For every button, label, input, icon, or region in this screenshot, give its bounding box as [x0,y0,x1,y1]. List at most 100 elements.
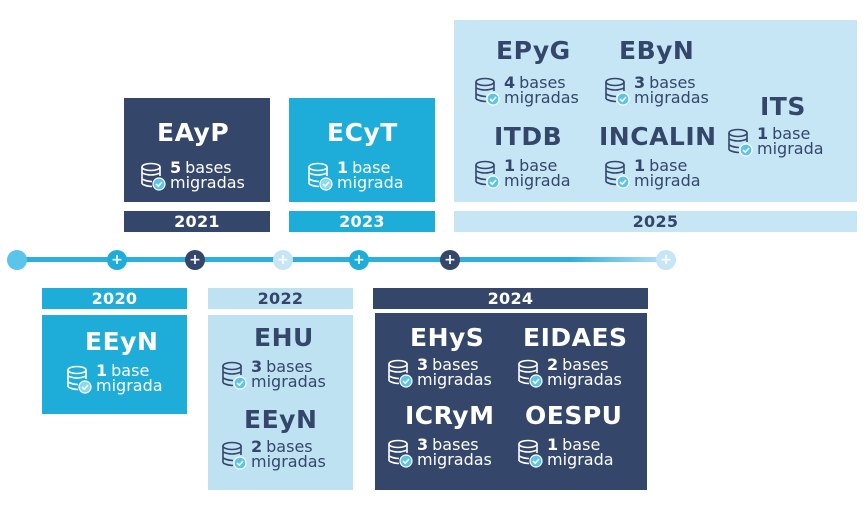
database-check-icon [308,162,333,191]
migrated-word: migradas [170,173,245,192]
migrated-word: migradas [251,452,326,471]
school-name: EByN [619,36,695,65]
school-name: ECyT [327,118,398,147]
base-word: bases [649,73,696,92]
timeline-marker-2023: + [349,250,369,270]
timeline-line [16,257,671,262]
school-name: ICRyM [405,401,495,430]
base-count: 4 [504,73,516,92]
school-name: ITDB [494,122,563,151]
base-word: base [352,158,391,177]
base-word: bases [432,435,479,454]
migrated-word: migradas [251,372,326,391]
base-count: 1 [504,156,516,175]
school-name: EAyP [157,118,230,147]
timeline-marker-2024: + [440,250,460,270]
school-name: EIDAES [523,323,628,352]
school-name: EHU [254,323,314,352]
base-count: 1 [96,361,108,380]
base-count: 3 [251,357,263,376]
base-word: base [649,156,688,175]
base-word: base [519,156,558,175]
database-check-icon [222,361,247,390]
base-count: 1 [547,435,559,454]
base-word: base [772,124,811,143]
migrated-word: migrada [337,173,404,192]
migrated-word: migradas [417,450,492,469]
migrated-word: migradas [417,370,492,389]
school-name: INCALIN [599,122,717,151]
base-count: 3 [634,73,646,92]
base-word: bases [519,73,566,92]
timeline-marker-2022: + [273,250,293,270]
migrated-word: migradas [547,370,622,389]
base-word: bases [562,355,609,374]
year-label-2022: 2022 [208,288,353,309]
database-check-icon [388,439,413,468]
base-count: 2 [547,355,559,374]
base-word: bases [266,437,313,456]
timeline-marker-2020: + [107,250,127,270]
school-name: EPyG [496,36,571,65]
base-count: 1 [634,156,646,175]
base-word: bases [266,357,313,376]
timeline-marker-2021: + [185,250,205,270]
base-word: base [111,361,150,380]
year-label-2025: 2025 [454,211,857,232]
year-label-2021: 2021 [124,211,270,232]
migrated-word: migrada [757,139,824,158]
database-check-icon [728,128,753,157]
migrated-word: migrada [504,171,571,190]
database-check-icon [605,77,630,106]
base-word: base [562,435,601,454]
database-check-icon [475,77,500,106]
migrated-word: migrada [634,171,701,190]
database-check-icon [222,441,247,470]
database-check-icon [67,365,92,394]
school-name: EEyN [85,327,159,356]
database-check-icon [141,162,166,191]
migrated-word: migradas [504,88,579,107]
timeline-start-dot [7,250,27,270]
base-count: 3 [417,355,429,374]
year-label-2020: 2020 [42,288,187,309]
base-count: 2 [251,437,263,456]
migrated-word: migrada [96,376,163,395]
base-word: bases [432,355,479,374]
base-count: 1 [337,158,349,177]
migrated-word: migradas [634,88,709,107]
database-check-icon [475,160,500,189]
school-name: EEyN [244,405,318,434]
database-check-icon [518,359,543,388]
base-word: bases [185,158,232,177]
year-label-2024: 2024 [373,288,648,309]
year-label-2023: 2023 [289,211,435,232]
database-check-icon [518,439,543,468]
school-name: ITS [760,92,806,121]
base-count: 5 [170,158,182,177]
base-count: 3 [417,435,429,454]
database-check-icon [605,160,630,189]
school-name: EHyS [410,323,485,352]
school-name: OESPU [525,401,623,430]
base-count: 1 [757,124,769,143]
timeline-marker-2025: + [656,250,676,270]
timeline-line-fade [570,257,670,262]
